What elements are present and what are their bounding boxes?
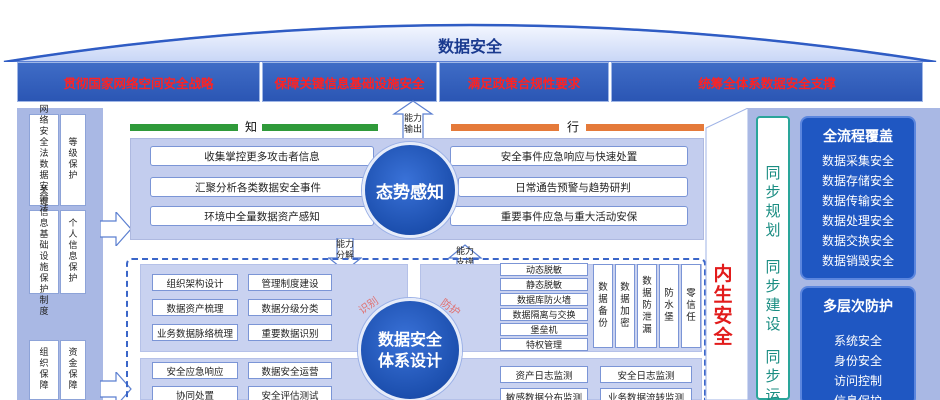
cii-protection-box: 关键信息基础设施保护制度: [29, 186, 59, 317]
full-process-item: 数据采集安全: [821, 154, 894, 168]
protect-list-1: 动态脱敏: [500, 263, 588, 276]
xing-bar: [451, 124, 559, 131]
protect-list-2: 静态脱敏: [500, 278, 588, 291]
banner-cii: 保障关键信息基础设施安全: [262, 62, 437, 102]
identify-item-5: 业务数据脉络梳理: [152, 324, 238, 341]
full-process-title: 全流程覆盖: [823, 129, 893, 145]
identify-item-4: 数据分级分类: [248, 299, 332, 316]
situation-awareness-circle: 态势感知: [362, 142, 458, 238]
banner-strategy: 贯彻国家网络空间安全战略: [17, 62, 260, 102]
identify-item-6: 重要数据识别: [248, 324, 332, 341]
multi-layer-card: 多层次防护 系统安全 身份安全 访问控制 信息保护: [800, 286, 916, 400]
full-process-item: 数据交换安全: [821, 234, 894, 248]
multi-layer-item: 信息保护: [802, 392, 914, 400]
protect-list-5: 堡垒机: [500, 323, 588, 336]
core-design-circle: 数据安全 体系设计: [358, 298, 462, 400]
monitor-item-4: 业务数据流转监测: [600, 388, 692, 400]
right-divider: [705, 108, 749, 400]
roof: [3, 23, 937, 62]
level-protection-box: 等级保护: [60, 114, 86, 206]
capability-decompose-label: 能力 分解: [335, 240, 354, 261]
protect-vertical-4: 防水堡: [659, 264, 679, 348]
left-arrow-upper-icon: [100, 212, 132, 246]
identify-item-1: 组织架构设计: [152, 274, 238, 291]
full-process-card: 全流程覆盖 数据采集安全 数据存储安全 数据传输安全 数据处理安全 数据交换安全…: [800, 116, 916, 280]
left-arrow-lower-icon: [100, 372, 132, 400]
sync-operation: 同步运: [765, 348, 781, 400]
protect-vertical-3: 数据防泄漏: [637, 264, 657, 348]
monitor-item-1: 资产日志监测: [500, 366, 588, 383]
identify-item-3: 数据资产梳理: [152, 299, 238, 316]
sync-building: 同步建设: [765, 258, 781, 333]
respond-item-4: 安全评估测试: [248, 386, 332, 400]
banner-compliance: 满足政策合规性要求: [439, 62, 609, 102]
protect-vertical-1: 数据备份: [593, 264, 613, 348]
org-guarantee-box: 组织保障: [29, 340, 59, 400]
fund-guarantee-box: 资金保障: [60, 340, 86, 400]
monitor-item-2: 安全日志监测: [600, 366, 692, 383]
upper-right-item-3: 重要事件应急与重大活动安保: [450, 206, 688, 226]
protect-vertical-5: 零信任: [681, 264, 701, 348]
multi-layer-item: 系统安全: [833, 334, 882, 348]
xing-label: 行: [567, 120, 580, 134]
full-process-item: 数据处理安全: [821, 214, 894, 228]
zhi-label: 知: [245, 120, 258, 134]
page-title: 数据安全: [437, 37, 502, 56]
full-process-item: 数据传输安全: [821, 194, 894, 208]
upper-right-item-1: 安全事件应急响应与快速处置: [450, 146, 688, 166]
multi-layer-item: 身份安全: [833, 354, 882, 368]
respond-item-3: 协同处置: [152, 386, 238, 400]
xing-bar-right: [586, 124, 704, 131]
upper-left-item-2: 汇聚分析各类数据安全事件: [150, 177, 366, 197]
lower-region: [126, 258, 706, 400]
capability-output-label: 能力 输出: [403, 114, 422, 135]
protect-list-6: 特权管理: [500, 338, 588, 351]
respond-item-2: 数据安全运营: [248, 362, 332, 379]
upper-left-item-1: 收集掌控更多攻击者信息: [150, 146, 374, 166]
monitor-item-3: 敏感数据分布监测: [500, 388, 588, 400]
full-process-item: 数据销毁安全: [821, 254, 894, 268]
personal-info-box: 个人信息保护: [60, 210, 86, 294]
multi-layer-title: 多层次防护: [823, 299, 893, 315]
sync-column: [756, 116, 790, 400]
banner-system-support: 统筹全体系数据安全支撑: [611, 62, 923, 102]
identify-item-2: 管理制度建设: [248, 274, 332, 291]
upper-left-item-3: 环境中全量数据资产感知: [150, 206, 374, 226]
upper-right-item-2: 日常通告预警与趋势研判: [458, 177, 688, 197]
multi-layer-item: 访问控制: [833, 374, 882, 388]
full-process-item: 数据存储安全: [821, 174, 894, 188]
inner-safety-label: 内生安全: [713, 263, 733, 348]
protect-list-3: 数据库防火墙: [500, 293, 588, 306]
sync-planning: 同步规划: [765, 164, 781, 239]
zhi-bar-right: [262, 124, 378, 131]
zhi-bar: [130, 124, 238, 131]
protect-vertical-2: 数据加密: [615, 264, 635, 348]
protect-list-4: 数据隔离与交换: [500, 308, 588, 321]
law-box: 网络安全法数据安全法: [29, 105, 59, 214]
capability-support-label: 能力 支撑: [455, 247, 474, 268]
respond-item-1: 安全应急响应: [152, 362, 238, 379]
